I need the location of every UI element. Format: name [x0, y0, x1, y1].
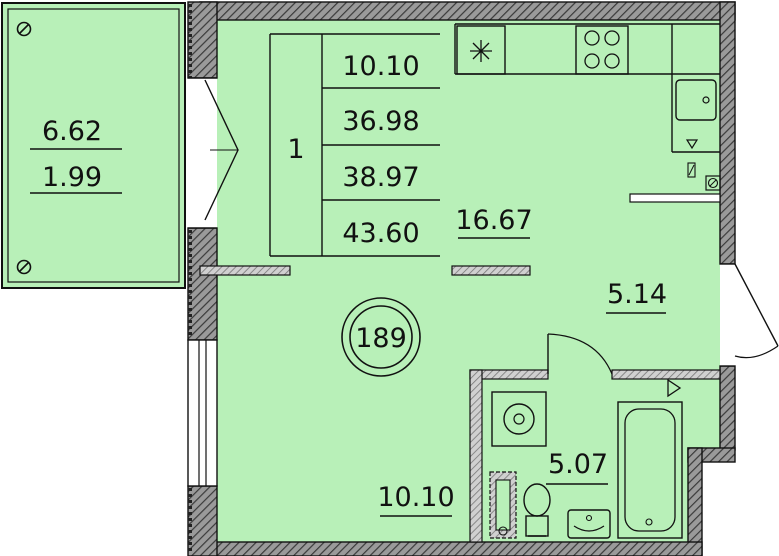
- table-area-2: 38.97: [342, 162, 419, 193]
- apartment-floor: [217, 20, 720, 542]
- balcony-area-1: 6.62: [42, 116, 102, 147]
- living-room-area: 10.10: [377, 482, 454, 513]
- rooms-count: 1: [287, 134, 304, 165]
- balcony: [1, 2, 186, 289]
- table-area-1: 36.98: [342, 106, 419, 137]
- living-room-label: 10.10: [377, 482, 455, 517]
- table-area-3: 43.60: [342, 218, 419, 249]
- washing-machine-icon: [491, 391, 547, 447]
- boiler-icon: [685, 139, 699, 178]
- riser-icon: [489, 471, 517, 539]
- balcony-door: [188, 77, 239, 229]
- bathroom-fixtures: [489, 378, 683, 539]
- vent-arrow-icon: [667, 378, 682, 398]
- kitchen-label: 16.67: [455, 205, 533, 239]
- bathroom-label: 5.07: [546, 449, 608, 485]
- summary-table: 1 10.10 36.98 38.97 43.60: [269, 33, 440, 257]
- balcony-area-2: 1.99: [42, 162, 102, 193]
- washbasin-icon: [567, 509, 611, 539]
- sink-icon: [675, 79, 717, 121]
- hallway-area: 5.14: [607, 279, 667, 310]
- balcony-label: 6.62 1.99: [30, 116, 122, 194]
- entrance-door: [720, 263, 779, 367]
- kitchen-fixtures: [454, 23, 721, 191]
- radiator-icon: [705, 175, 721, 191]
- apartment-number-badge: 189: [341, 297, 421, 377]
- interior-partitions: [199, 193, 721, 543]
- bathtub-icon: [617, 401, 683, 539]
- bathroom-area: 5.07: [548, 449, 608, 480]
- stove-icon: [575, 25, 629, 75]
- kitchen-area: 16.67: [455, 205, 532, 236]
- table-living-area: 10.10: [342, 51, 419, 82]
- toilet-icon: [523, 483, 551, 537]
- balcony-bolt-top: [16, 21, 32, 37]
- fridge-icon: [456, 25, 506, 75]
- hallway-label: 5.14: [606, 279, 667, 314]
- apartment-number: 189: [355, 323, 407, 354]
- outer-walls: [187, 1, 736, 556]
- balcony-bolt-bottom: [16, 259, 32, 275]
